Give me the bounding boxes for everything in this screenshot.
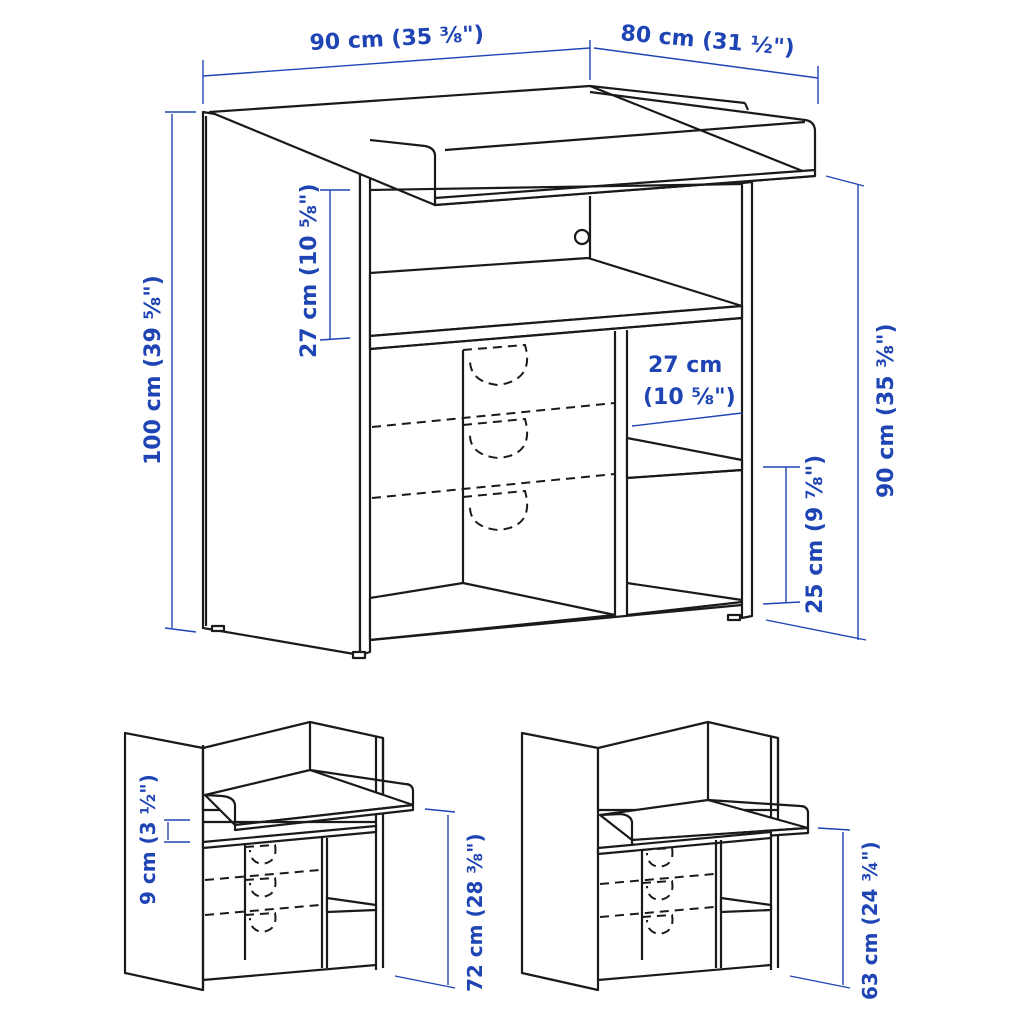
- low-table-height-label: 63 cm (24 ¾"): [858, 841, 882, 1000]
- low-dimension-lines: [789, 827, 851, 989]
- height-label: 100 cm (39 ⅝"): [141, 275, 166, 465]
- middle-position-drawing: [123, 720, 415, 992]
- middle-table-height-label: 72 cm (28 ⅜"): [463, 833, 487, 992]
- lower-shelf-label: 25 cm (9 ⅞"): [803, 455, 828, 614]
- compartment-width-label-2: (10 ⅝"): [643, 385, 736, 410]
- main-dimension-lines: [164, 40, 867, 641]
- compartment-width-label-1: 27 cm: [648, 353, 722, 378]
- low-position-drawing: [520, 720, 810, 992]
- main-cabinet-drawing: [201, 84, 817, 660]
- shelf-gap-label: 27 cm (10 ⅝"): [297, 183, 322, 358]
- width-label: 90 cm (35 ⅜"): [309, 22, 485, 56]
- middle-gap-label: 9 cm (3 ½"): [136, 774, 160, 905]
- middle-dimension-lines: [164, 808, 456, 989]
- table-height-label: 90 cm (35 ⅜"): [874, 323, 899, 498]
